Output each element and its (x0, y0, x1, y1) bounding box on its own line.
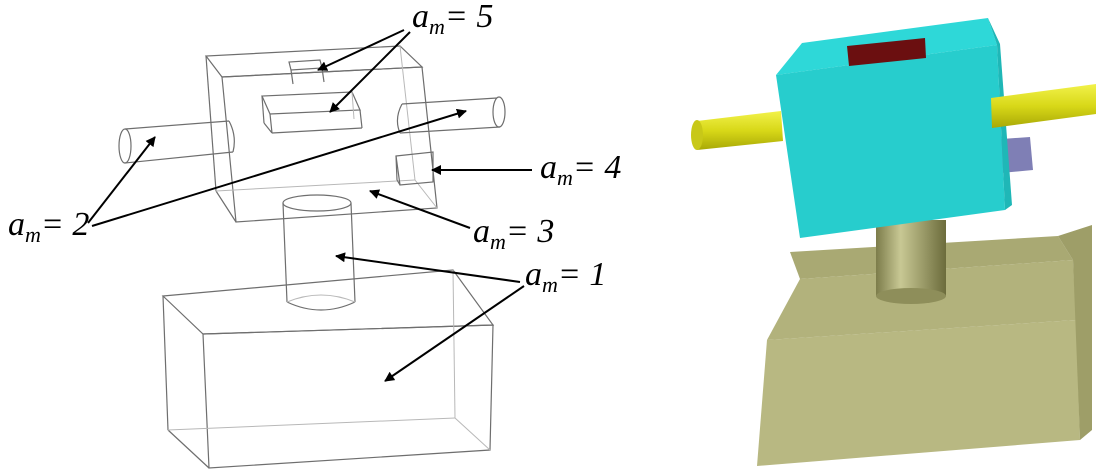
arrow-am1-neck (335, 252, 521, 283)
wireframe-model (118, 45, 506, 469)
wire-neck-cylinder (282, 194, 356, 311)
annotation-arrows (87, 29, 532, 382)
arrow-am5-top (317, 29, 405, 71)
wire-left-arm (118, 120, 235, 164)
cube-side (988, 18, 1012, 210)
annotation-labels: am= 5 am= 4 am= 3 am= 2 am= 1 (8, 0, 621, 297)
shaded-model (691, 18, 1096, 466)
arrow-am5-recess (329, 31, 411, 113)
arrow-am2-left (87, 136, 156, 224)
shaded-neck (876, 220, 946, 304)
label-am4: am= 4 (540, 149, 621, 190)
arrow-am1-base (384, 285, 525, 382)
arrow-am3 (369, 189, 471, 229)
label-am5: am= 5 (412, 0, 493, 39)
arrow-am2-right (91, 108, 467, 227)
base-side (1058, 225, 1092, 440)
base-front (757, 320, 1080, 466)
shaded-head-cube (776, 18, 1012, 238)
wire-base-box (161, 269, 495, 469)
cube-slot (847, 38, 926, 66)
label-am2: am= 2 (8, 206, 89, 247)
wire-recess (261, 91, 363, 134)
cube-front (776, 45, 1005, 238)
wire-side-tab (395, 151, 434, 186)
wire-head-cube (204, 45, 438, 223)
arm-right (991, 84, 1096, 128)
label-am1: am= 1 (525, 256, 606, 297)
arm-left (697, 111, 783, 150)
label-am3: am= 3 (473, 213, 554, 254)
shaded-arms (691, 84, 1096, 150)
